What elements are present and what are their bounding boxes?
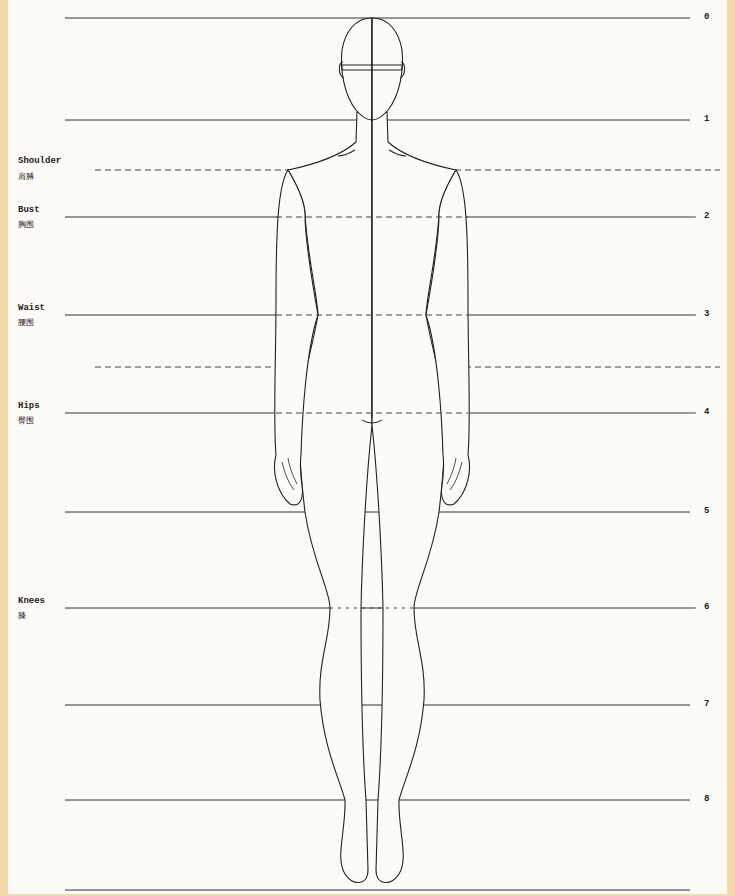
figure-half [275, 18, 372, 883]
measure-label-zh: 胸围 [18, 221, 34, 229]
head-lines [65, 18, 690, 890]
head-count-number: 6 [704, 603, 709, 612]
head-count-number: 3 [704, 310, 709, 319]
head-count-number: 0 [704, 13, 709, 22]
head-count-number: 8 [704, 795, 709, 804]
head-count-number: 5 [704, 507, 709, 516]
measure-label: Shoulder [18, 157, 61, 166]
head-count-number: 1 [704, 115, 709, 124]
figure-details [342, 18, 402, 423]
measure-label: Knees [18, 597, 45, 606]
head-count-number: 7 [704, 700, 709, 709]
measure-label-zh: 膝 [18, 612, 26, 620]
head-count-number: 2 [704, 212, 709, 221]
measure-label: Bust [18, 206, 40, 215]
measure-label-zh: 腰围 [18, 319, 34, 327]
measure-label: Hips [18, 402, 40, 411]
paper [8, 0, 727, 894]
measure-label-zh: 肩膊 [18, 173, 34, 181]
measure-label-zh: 臀围 [18, 417, 34, 425]
head-count-number: 4 [704, 408, 709, 417]
measure-label: Waist [18, 304, 45, 313]
body-measure-dashes [276, 217, 468, 608]
paper-grid [8, 0, 727, 894]
